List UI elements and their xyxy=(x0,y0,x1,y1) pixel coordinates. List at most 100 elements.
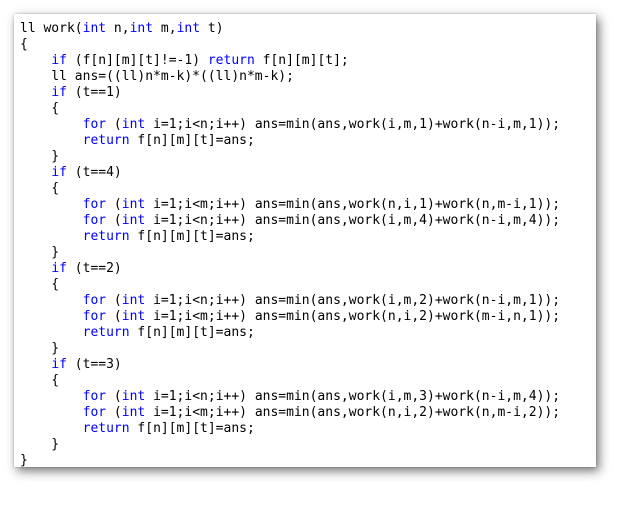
code-text xyxy=(20,293,83,308)
code-keyword: int xyxy=(129,21,154,36)
code-line: { xyxy=(20,373,59,389)
code-keyword: for xyxy=(82,117,107,132)
code-line: for (int i=1;i<m;i++) ans=min(ans,work(n… xyxy=(20,197,560,213)
code-text xyxy=(20,197,83,212)
code-text: f[n][m][t]=ans; xyxy=(129,229,255,244)
code-line: for (int i=1;i<n;i++) ans=min(ans,work(i… xyxy=(20,389,560,405)
code-text: ( xyxy=(106,213,122,228)
code-keyword: if xyxy=(51,357,67,372)
code-text: i=1;i<n;i++) ans=min(ans,work(i,m,4)+wor… xyxy=(145,213,561,228)
code-keyword: int xyxy=(176,21,201,36)
code-line: if (t==2) xyxy=(20,261,122,277)
code-text: { xyxy=(20,277,60,292)
code-text: (t==1) xyxy=(66,85,122,100)
code-keyword: return xyxy=(82,421,130,436)
code-text xyxy=(20,309,83,324)
code-text: ( xyxy=(106,197,122,212)
code-keyword: int xyxy=(82,21,107,36)
code-text: ll ans=((ll)n*m-k)*((ll)n*m-k); xyxy=(20,69,294,84)
code-text: } xyxy=(20,437,60,452)
code-line: for (int i=1;i<n;i++) ans=min(ans,work(i… xyxy=(20,213,560,229)
code-text: ( xyxy=(106,389,122,404)
code-line: if (f[n][m][t]!=-1) return f[n][m][t]; xyxy=(20,53,349,69)
code-text xyxy=(20,421,83,436)
code-line: for (int i=1;i<m;i++) ans=min(ans,work(n… xyxy=(20,309,560,325)
code-keyword: for xyxy=(82,213,107,228)
code-line: { xyxy=(20,181,59,197)
code-keyword: int xyxy=(121,117,146,132)
code-line: for (int i=1;i<n;i++) ans=min(ans,work(i… xyxy=(20,293,560,309)
code-keyword: int xyxy=(121,293,146,308)
code-text: i=1;i<m;i++) ans=min(ans,work(n,i,1)+wor… xyxy=(145,197,561,212)
code-panel: ll work(int n,int m,int t){ if (f[n][m][… xyxy=(20,17,592,469)
code-keyword: for xyxy=(82,405,107,420)
code-text: i=1;i<m;i++) ans=min(ans,work(n,i,2)+wor… xyxy=(145,405,561,420)
code-text: i=1;i<m;i++) ans=min(ans,work(n,i,2)+wor… xyxy=(145,309,561,324)
code-keyword: return xyxy=(82,325,130,340)
code-keyword: for xyxy=(82,389,107,404)
code-text xyxy=(20,165,51,180)
code-keyword: for xyxy=(82,197,107,212)
code-text: (f[n][m][t]!=-1) xyxy=(66,53,208,68)
code-text: (t==4) xyxy=(66,165,122,180)
code-text: { xyxy=(20,181,60,196)
code-text xyxy=(20,261,51,276)
code-line: if (t==4) xyxy=(20,165,122,181)
code-text: (t==2) xyxy=(66,261,122,276)
code-keyword: int xyxy=(121,405,146,420)
code-text: f[n][m][t]=ans; xyxy=(129,421,255,436)
code-text: } xyxy=(20,149,60,164)
code-text xyxy=(20,357,51,372)
code-line: } xyxy=(20,245,59,261)
code-line: return f[n][m][t]=ans; xyxy=(20,229,255,245)
code-text xyxy=(20,405,83,420)
code-text: n, xyxy=(106,21,130,36)
code-text: f[n][m][t]=ans; xyxy=(129,325,255,340)
code-line: ll ans=((ll)n*m-k)*((ll)n*m-k); xyxy=(20,69,294,85)
code-text xyxy=(20,133,83,148)
code-line: ll work(int n,int m,int t) xyxy=(20,21,224,37)
code-text: } xyxy=(20,341,60,356)
code-line: { xyxy=(20,277,59,293)
code-text: } xyxy=(20,245,60,260)
code-text xyxy=(20,53,51,68)
code-line: { xyxy=(20,101,59,117)
code-line: if (t==1) xyxy=(20,85,122,101)
code-text: ( xyxy=(106,117,122,132)
code-line: for (int i=1;i<m;i++) ans=min(ans,work(n… xyxy=(20,405,560,421)
code-keyword: int xyxy=(121,213,146,228)
code-line: } xyxy=(20,437,59,453)
code-keyword: for xyxy=(82,293,107,308)
code-keyword: int xyxy=(121,197,146,212)
code-line: for (int i=1;i<n;i++) ans=min(ans,work(i… xyxy=(20,117,560,133)
code-text: ( xyxy=(106,293,122,308)
code-keyword: int xyxy=(121,389,146,404)
code-text: t) xyxy=(200,21,224,36)
code-keyword: return xyxy=(82,133,130,148)
code-line: return f[n][m][t]=ans; xyxy=(20,421,255,437)
code-keyword: for xyxy=(82,309,107,324)
code-text: f[n][m][t]; xyxy=(254,53,349,68)
code-line: return f[n][m][t]=ans; xyxy=(20,133,255,149)
code-text: ll work( xyxy=(20,21,83,36)
code-text: } xyxy=(20,453,28,468)
code-text: { xyxy=(20,373,60,388)
code-keyword: if xyxy=(51,53,67,68)
code-keyword: return xyxy=(82,229,130,244)
code-text: i=1;i<n;i++) ans=min(ans,work(i,m,3)+wor… xyxy=(145,389,561,404)
code-text: { xyxy=(20,101,60,116)
code-line: if (t==3) xyxy=(20,357,122,373)
code-text: ( xyxy=(106,405,122,420)
code-line: } xyxy=(20,453,28,469)
code-keyword: int xyxy=(121,309,146,324)
code-text: (t==3) xyxy=(66,357,122,372)
code-keyword: if xyxy=(51,261,67,276)
code-keyword: return xyxy=(207,53,255,68)
code-text: i=1;i<n;i++) ans=min(ans,work(i,m,1)+wor… xyxy=(145,117,561,132)
code-line: return f[n][m][t]=ans; xyxy=(20,325,255,341)
code-text xyxy=(20,85,51,100)
code-text: f[n][m][t]=ans; xyxy=(129,133,255,148)
code-text xyxy=(20,229,83,244)
code-text xyxy=(20,389,83,404)
code-line: } xyxy=(20,341,59,357)
